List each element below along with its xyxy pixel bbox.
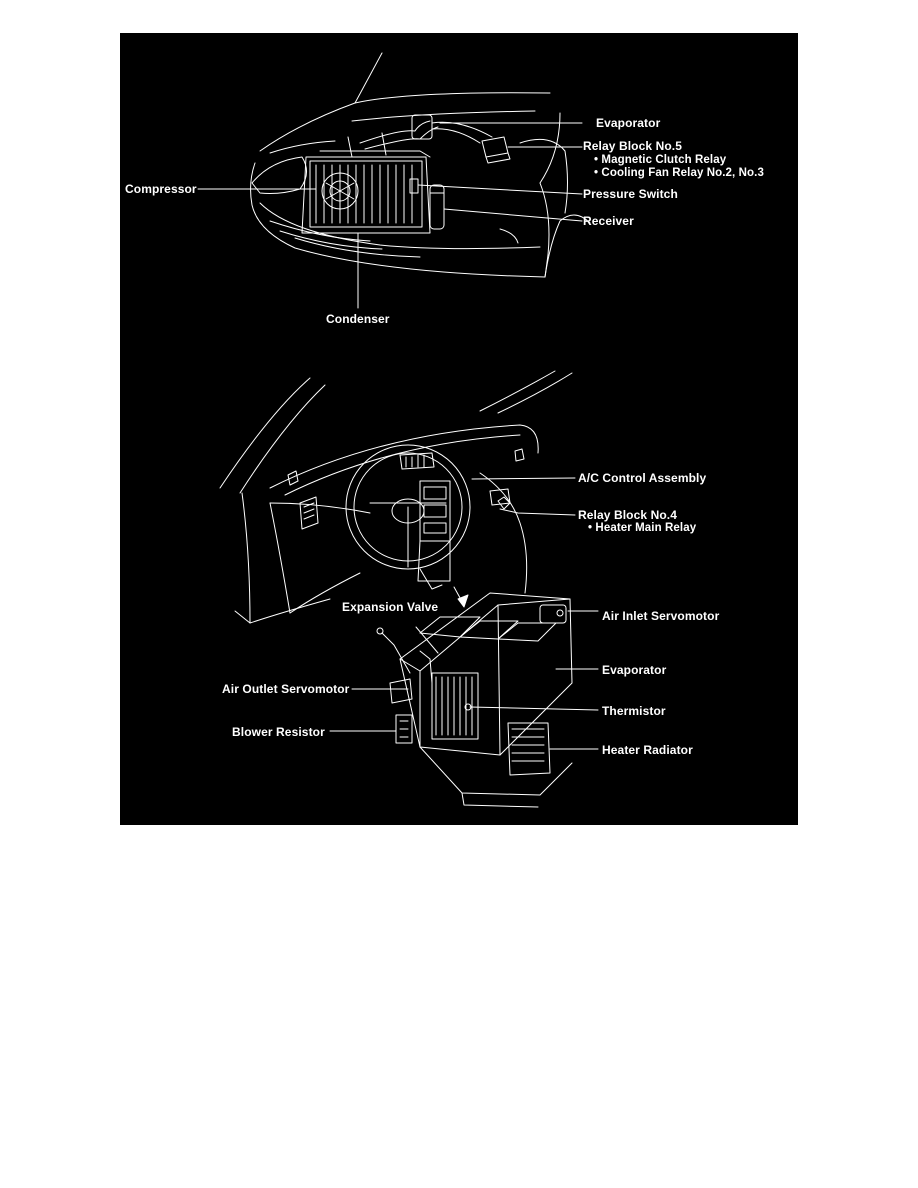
label-ac-control-assembly: A/C Control Assembly (578, 471, 707, 485)
label-pressure-switch: Pressure Switch (583, 187, 678, 201)
label-expansion-valve: Expansion Valve (342, 600, 439, 614)
label-heater-main-relay: • Heater Main Relay (588, 522, 697, 534)
label-relay-block-no5: Relay Block No.5 (583, 139, 682, 153)
component-location-illustration (197, 52, 599, 808)
label-magnetic-clutch-relay: • Magnetic Clutch Relay (594, 154, 727, 166)
label-condenser: Condenser (326, 312, 390, 326)
label-cooling-fan-relay: • Cooling Fan Relay No.2, No.3 (594, 167, 764, 179)
engine-compartment-drawing (197, 52, 591, 309)
dashboard-drawing (219, 370, 576, 624)
label-air-outlet-servomotor: Air Outlet Servomotor (222, 682, 350, 696)
label-evaporator-lower: Evaporator (602, 663, 667, 677)
diagram-panel: Evaporator Relay Block No.5 • Magnetic C… (120, 33, 798, 825)
label-evaporator-upper: Evaporator (596, 116, 661, 130)
label-thermistor: Thermistor (602, 704, 666, 718)
label-heater-radiator: Heater Radiator (602, 743, 693, 757)
label-blower-resistor: Blower Resistor (232, 725, 325, 739)
label-air-inlet-servomotor: Air Inlet Servomotor (602, 609, 720, 623)
label-compressor: Compressor (125, 182, 197, 196)
label-relay-block-no4: Relay Block No.4 (578, 508, 677, 522)
label-receiver: Receiver (583, 214, 634, 228)
hvac-unit-drawing (329, 592, 599, 808)
